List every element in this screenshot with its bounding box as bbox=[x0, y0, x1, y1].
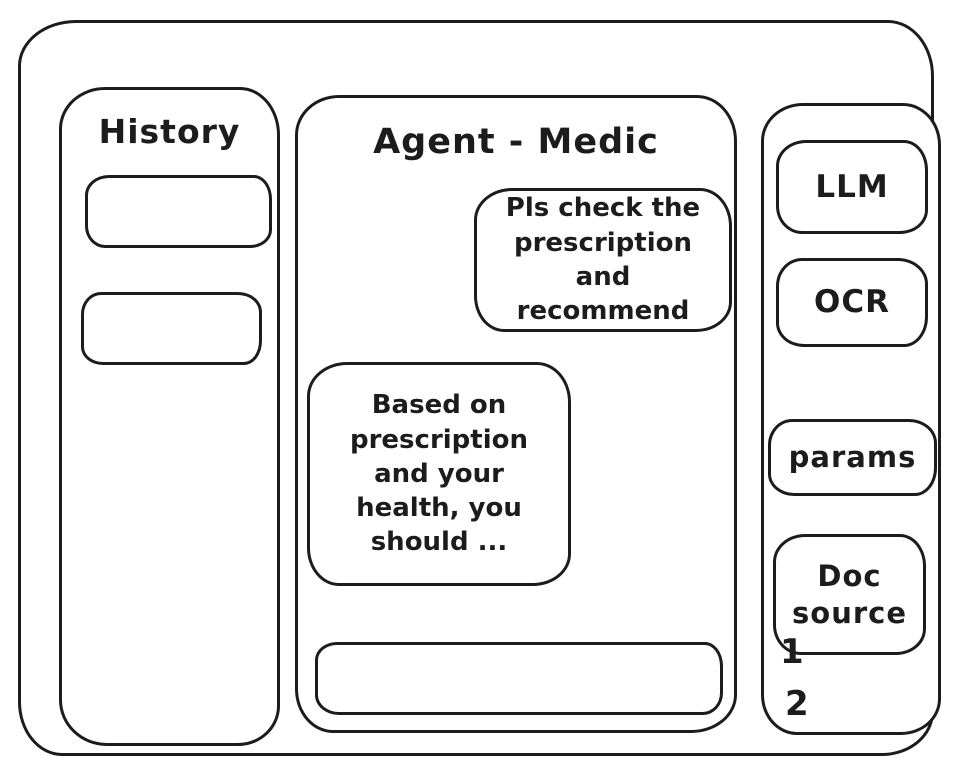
annotation-number-1: 1 bbox=[780, 632, 804, 672]
message-input[interactable] bbox=[315, 642, 723, 715]
doc-source-button[interactable]: Doc source bbox=[773, 534, 926, 655]
user-message-bubble: Pls check the prescription and recommend bbox=[474, 188, 732, 332]
tools-panel: LLM OCR params Doc source 1 2 bbox=[761, 103, 941, 735]
history-panel: History bbox=[59, 87, 280, 746]
ocr-button[interactable]: OCR bbox=[776, 258, 928, 347]
app-frame: History Agent - Medic Pls check the pres… bbox=[18, 20, 941, 756]
history-item[interactable] bbox=[81, 292, 262, 365]
params-button[interactable]: params bbox=[768, 419, 937, 496]
history-item[interactable] bbox=[85, 175, 272, 248]
llm-button[interactable]: LLM bbox=[776, 140, 928, 234]
chat-title: Agent - Medic bbox=[373, 122, 659, 162]
assistant-message-bubble: Based on prescription and your health, y… bbox=[307, 362, 571, 586]
annotation-number-2: 2 bbox=[785, 684, 809, 724]
chat-panel: Agent - Medic Pls check the prescription… bbox=[295, 95, 737, 733]
history-title: History bbox=[98, 112, 241, 151]
